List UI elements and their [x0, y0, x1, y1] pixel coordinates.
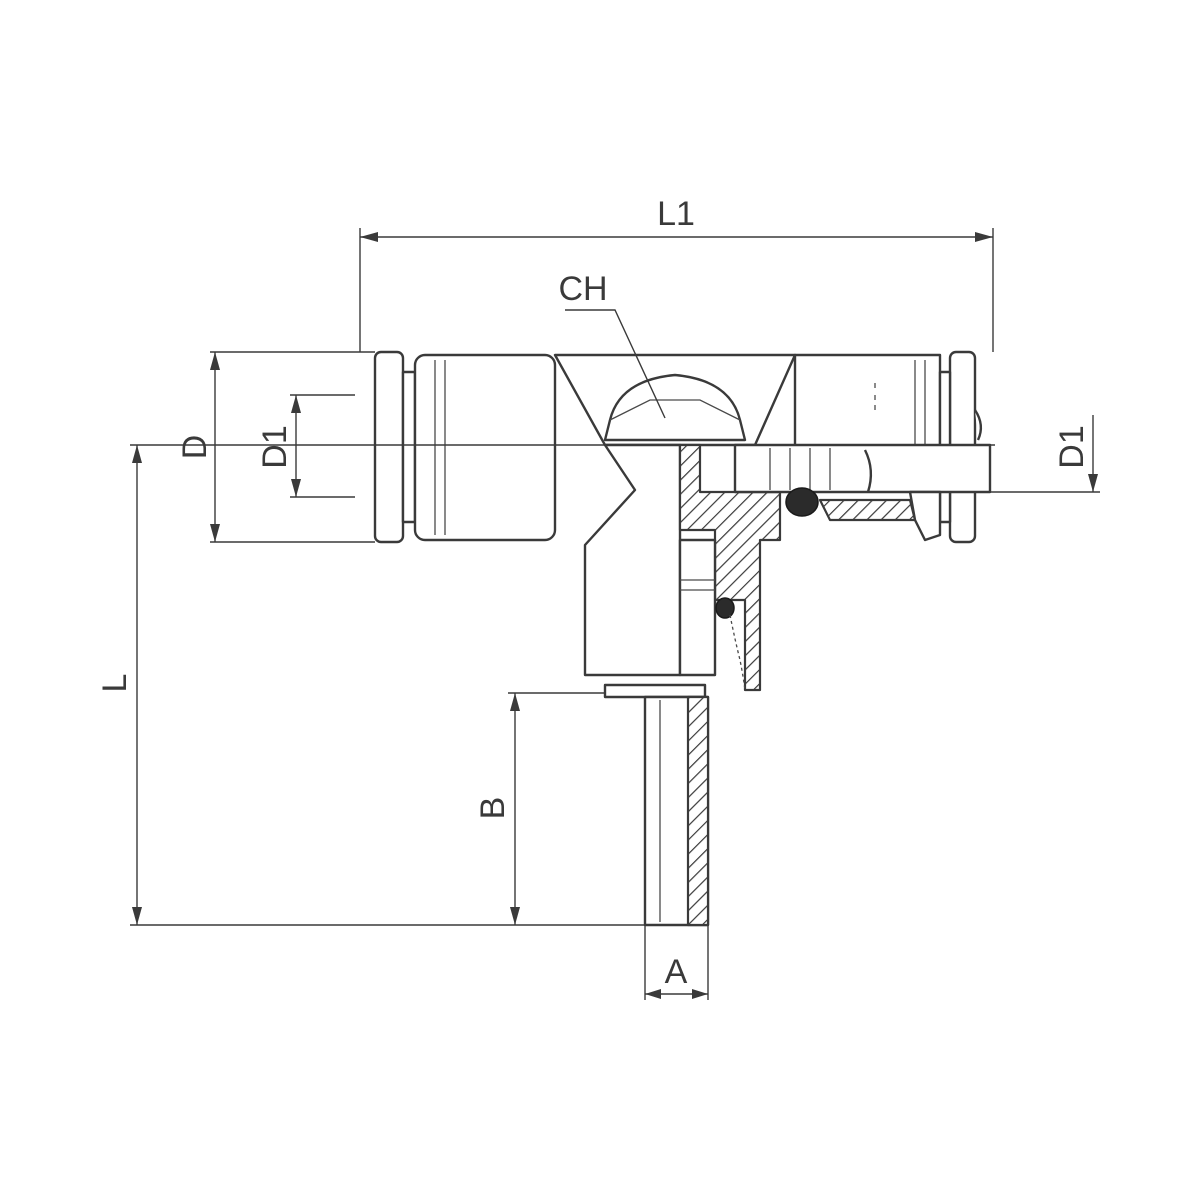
stem: [603, 683, 710, 927]
callout-CH: CH: [558, 270, 666, 419]
section-view: [678, 409, 992, 692]
dimension-L: L: [96, 445, 645, 926]
dimension-D: D: [176, 351, 375, 543]
right-barrel: [793, 353, 942, 452]
label-L: L: [96, 674, 134, 693]
left-collet-ring: [373, 350, 405, 544]
dimension-A: A: [644, 925, 709, 1000]
dimension-L1: L1: [359, 195, 994, 352]
inner-collet-section: [818, 498, 917, 522]
o-ring-seal-run: [785, 487, 819, 517]
label-A: A: [665, 953, 688, 991]
branch-bore: [678, 538, 717, 677]
label-L1: L1: [657, 195, 695, 233]
label-D: D: [176, 435, 214, 460]
lower-body-left: [583, 443, 682, 677]
label-B: B: [474, 797, 512, 820]
label-D1-left: D1: [256, 425, 294, 468]
stem-section-hatch: [686, 695, 710, 927]
section-body-wall: [678, 443, 782, 692]
left-barrel: [413, 353, 557, 542]
label-D1-right: D1: [1053, 425, 1091, 468]
dimension-B: B: [474, 692, 605, 925]
label-CH: CH: [558, 270, 607, 308]
dimension-D1-right: D1: [1053, 415, 1098, 492]
run-bore: [733, 443, 992, 494]
hex-flat: [603, 373, 747, 442]
fitting-body: [373, 350, 977, 677]
left-collet-sleeve: [401, 370, 417, 524]
o-ring-seal-branch: [715, 597, 735, 619]
stem-collar: [603, 683, 707, 699]
dimension-D1-left: D1: [256, 394, 355, 498]
